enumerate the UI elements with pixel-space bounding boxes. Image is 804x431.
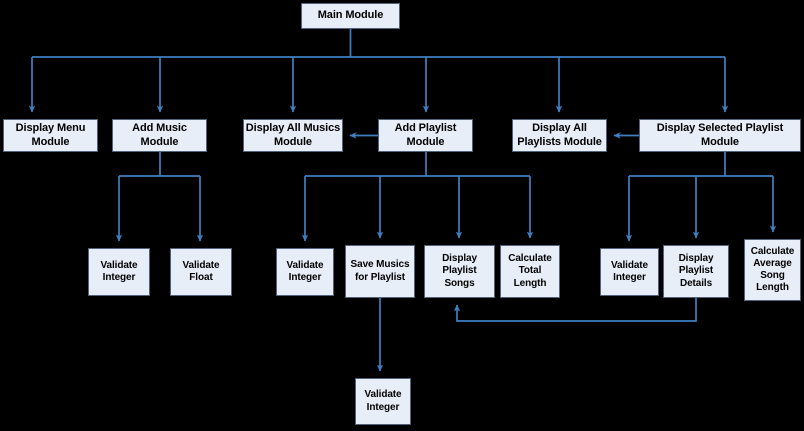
- node-display-selected-playlist-module[interactable]: Display Selected Playlist Module: [639, 119, 801, 152]
- node-calculate-average-song-length[interactable]: Calculate Average Song Length: [744, 239, 801, 301]
- node-validate-integer-save-musics[interactable]: Validate Integer: [355, 378, 411, 425]
- node-validate-integer-add-music[interactable]: Validate Integer: [88, 248, 150, 296]
- edge-display-details-to-display-songs: [453, 298, 697, 322]
- node-add-playlist-module[interactable]: Add Playlist Module: [378, 119, 473, 152]
- node-validate-integer-add-playlist[interactable]: Validate Integer: [276, 248, 334, 296]
- node-add-music-module[interactable]: Add Music Module: [112, 119, 207, 152]
- node-display-playlist-details[interactable]: Display Playlist Details: [663, 245, 729, 298]
- node-display-menu-module[interactable]: Display Menu Module: [3, 119, 98, 152]
- node-calculate-total-length[interactable]: Calculate Total Length: [500, 245, 560, 298]
- node-display-all-musics-module[interactable]: Display All Musics Module: [243, 119, 343, 152]
- node-validate-float[interactable]: Validate Float: [170, 248, 232, 296]
- node-main-module[interactable]: Main Module: [301, 3, 400, 29]
- node-validate-integer-display-selected[interactable]: Validate Integer: [600, 248, 659, 296]
- node-display-all-playlists-module[interactable]: Display All Playlists Module: [512, 119, 607, 152]
- node-save-musics-for-playlist[interactable]: Save Musics for Playlist: [345, 245, 415, 298]
- node-display-playlist-songs[interactable]: Display Playlist Songs: [424, 245, 495, 298]
